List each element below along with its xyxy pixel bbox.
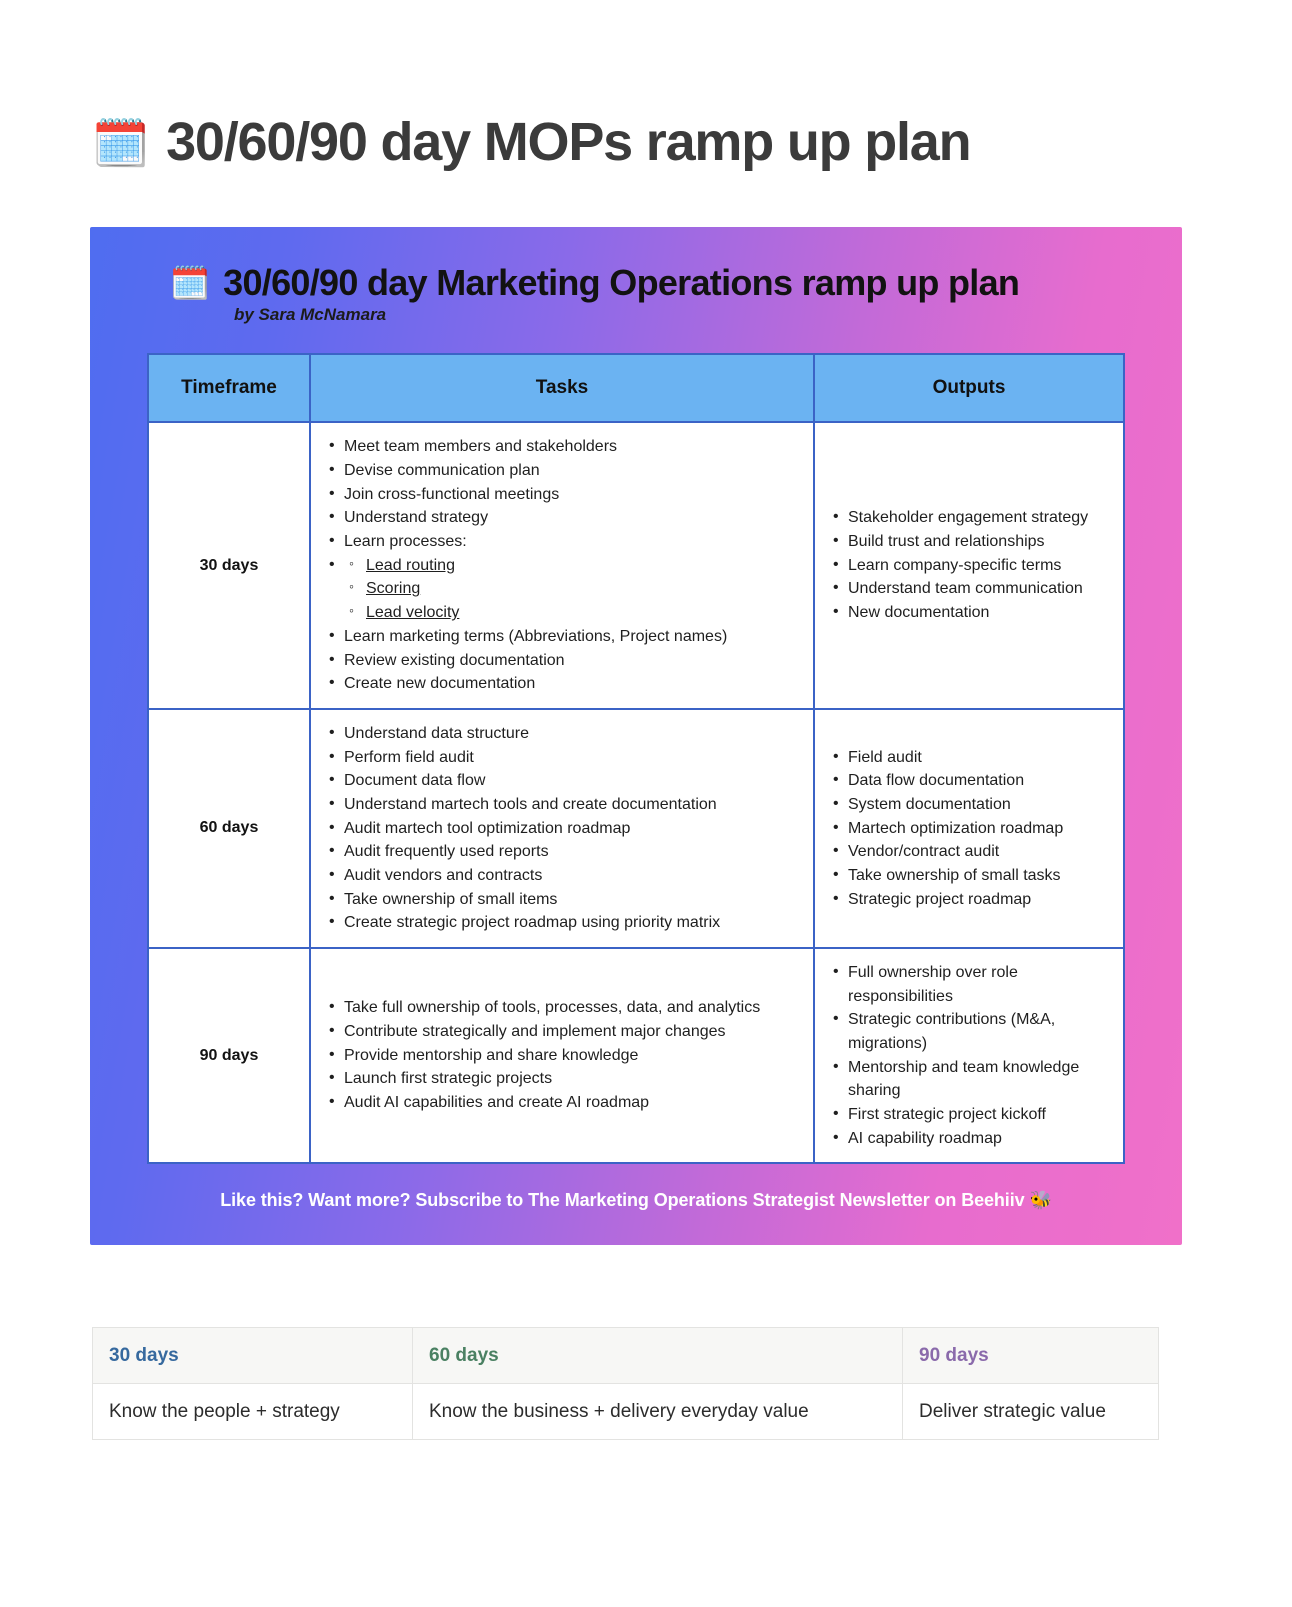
plan-row-60-days: 60 daysUnderstand data structurePerform … — [147, 707, 1125, 949]
list-item: Provide mentorship and share knowledge — [329, 1043, 797, 1068]
list-item: New documentation — [833, 600, 1107, 625]
list-item: Take ownership of small tasks — [833, 863, 1107, 888]
tasks-cell: Understand data structurePerform field a… — [309, 707, 815, 949]
subtask-link-item[interactable]: Lead routing — [349, 553, 797, 578]
list-item: Learn marketing terms (Abbreviations, Pr… — [329, 624, 797, 649]
timeframe-cell: 30 days — [147, 421, 311, 710]
outputs-list: Stakeholder engagement strategyBuild tru… — [833, 505, 1107, 625]
tasks-cell: Meet team members and stakeholdersDevise… — [309, 421, 815, 710]
list-item: Audit AI capabilities and create AI road… — [329, 1090, 797, 1115]
calendar-icon: 🗓️ — [170, 264, 210, 301]
list-item: Create new documentation — [329, 671, 797, 696]
list-item: Vendor/contract audit — [833, 839, 1107, 864]
list-item: Understand data structure — [329, 721, 797, 746]
tasks-list: Take full ownership of tools, processes,… — [329, 995, 797, 1115]
list-item: Take full ownership of tools, processes,… — [329, 995, 797, 1020]
timeframe-cell: 90 days — [147, 946, 311, 1165]
newsletter-cta-text: Like this? Want more? Subscribe to The M… — [220, 1190, 1025, 1211]
summary-value-cell: Know the business + delivery everyday va… — [412, 1383, 903, 1441]
list-item: System documentation — [833, 792, 1107, 817]
list-item: Understand strategy — [329, 505, 797, 530]
list-item: Data flow documentation — [833, 768, 1107, 793]
subtask-link-label: Scoring — [366, 580, 421, 598]
list-item: Understand martech tools and create docu… — [329, 792, 797, 817]
subtasks-list: Lead routingScoringLead velocity — [329, 553, 797, 625]
infographic-card: 🗓️ 30/60/90 day Marketing Operations ram… — [90, 226, 1182, 1246]
list-item: Mentorship and team knowledge sharing — [833, 1055, 1107, 1103]
plan-table-head: Timeframe Tasks Outputs — [147, 353, 1125, 424]
tasks-list: Meet team members and stakeholdersDevise… — [329, 434, 797, 696]
list-item: Full ownership over role responsibilitie… — [833, 960, 1107, 1008]
list-item: Martech optimization roadmap — [833, 816, 1107, 841]
newsletter-cta[interactable]: Like this? Want more? Subscribe to The M… — [126, 1190, 1146, 1211]
list-item: Perform field audit — [329, 745, 797, 770]
summary-value-cell: Deliver strategic value — [902, 1383, 1159, 1441]
plan-table-header-row: Timeframe Tasks Outputs — [147, 353, 1125, 424]
subtask-group: Lead routingScoringLead velocity — [329, 553, 797, 625]
list-item: Learn processes: — [329, 529, 797, 554]
list-item: Devise communication plan — [329, 458, 797, 483]
list-item: Audit vendors and contracts — [329, 863, 797, 888]
infographic-heading-text: 30/60/90 day Marketing Operations ramp u… — [223, 261, 1020, 303]
list-item: Strategic project roadmap — [833, 887, 1107, 912]
list-item: Take ownership of small items — [329, 887, 797, 912]
infographic-byline: by Sara McNamara — [234, 305, 387, 325]
bee-icon: 🐝 — [1029, 1190, 1052, 1211]
list-item: Document data flow — [329, 768, 797, 793]
list-item: Build trust and relationships — [833, 529, 1107, 554]
list-item: Contribute strategically and implement m… — [329, 1019, 797, 1044]
list-item: Learn company-specific terms — [833, 553, 1107, 578]
tasks-list: Understand data structurePerform field a… — [329, 721, 797, 935]
infographic-heading: 🗓️ 30/60/90 day Marketing Operations ram… — [126, 263, 1146, 303]
tasks-cell: Take full ownership of tools, processes,… — [309, 946, 815, 1165]
list-item: Audit frequently used reports — [329, 839, 797, 864]
ramp-up-plan-table: Timeframe Tasks Outputs 30 daysMeet team… — [147, 353, 1125, 1165]
column-header-timeframe: Timeframe — [147, 353, 311, 424]
column-header-tasks: Tasks — [309, 353, 815, 424]
outputs-list: Field auditData flow documentationSystem… — [833, 745, 1107, 912]
subtask-link-item[interactable]: Scoring — [349, 576, 797, 601]
list-item: Field audit — [833, 745, 1107, 770]
plan-table-body: 30 daysMeet team members and stakeholder… — [147, 421, 1125, 1165]
summary-header-60-days: 60 days — [412, 1327, 903, 1385]
summary-header-30-days: 30 days — [92, 1327, 413, 1385]
list-item: Strategic contributions (M&A, migrations… — [833, 1007, 1107, 1055]
subtask-link-label: Lead routing — [366, 556, 455, 574]
subtask-link-label: Lead velocity — [366, 604, 460, 622]
page-title: 🗓️ 30/60/90 day MOPs ramp up plan — [0, 36, 1292, 171]
list-item: Audit martech tool optimization roadmap — [329, 816, 797, 841]
outputs-cell: Field auditData flow documentationSystem… — [813, 707, 1125, 949]
page-title-text: 30/60/90 day MOPs ramp up plan — [166, 112, 972, 173]
summary-value-cell: Know the people + strategy — [92, 1383, 413, 1441]
subtask-link-item[interactable]: Lead velocity — [349, 600, 797, 625]
list-item: Launch first strategic projects — [329, 1066, 797, 1091]
list-item: Stakeholder engagement strategy — [833, 505, 1107, 530]
list-item: AI capability roadmap — [833, 1126, 1107, 1151]
summary-header-90-days: 90 days — [902, 1327, 1159, 1385]
list-item: Meet team members and stakeholders — [329, 434, 797, 459]
outputs-cell: Full ownership over role responsibilitie… — [813, 946, 1125, 1165]
plan-row-90-days: 90 days Take full ownership of tools, pro… — [147, 946, 1125, 1165]
column-header-outputs: Outputs — [813, 353, 1125, 424]
list-item: First strategic project kickoff — [833, 1102, 1107, 1127]
plan-row-30-days: 30 daysMeet team members and stakeholder… — [147, 421, 1125, 710]
outputs-list: Full ownership over role responsibilitie… — [833, 960, 1107, 1151]
list-item: Review existing documentation — [329, 648, 797, 673]
list-item: Join cross-functional meetings — [329, 482, 797, 507]
timeframe-cell: 60 days — [147, 707, 311, 949]
list-item: Understand team communication — [833, 576, 1107, 601]
calendar-icon: 🗓️ — [92, 116, 149, 169]
list-item: Create strategic project roadmap using p… — [329, 910, 797, 935]
outputs-cell: Stakeholder engagement strategyBuild tru… — [813, 421, 1125, 710]
